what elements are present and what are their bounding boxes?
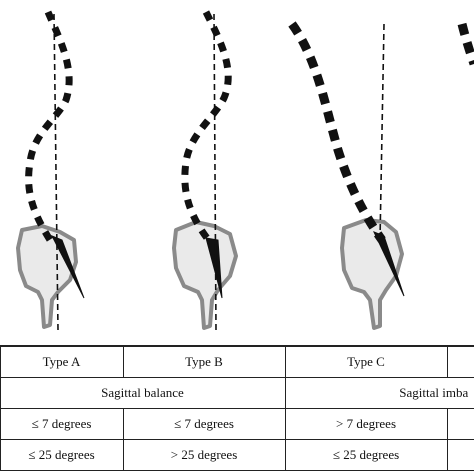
- header-type-b: Type B: [122, 346, 286, 378]
- type-b-sacrum: [205, 237, 223, 299]
- type-d-spine-curve: [457, 22, 474, 66]
- tilt-type-a: ≤ 25 degrees: [0, 439, 124, 471]
- type-d-figure-partial: [457, 22, 474, 66]
- classification-table: Type A Type B Type C Sagittal balance Sa…: [0, 345, 474, 474]
- type-a-plumb-line: [53, 13, 59, 331]
- header-type-c: Type C: [284, 346, 448, 378]
- angle-type-d: [446, 408, 474, 440]
- tilt-type-b: > 25 degrees: [122, 439, 286, 471]
- tilt-type-d: [446, 439, 474, 471]
- type-c-spine-curve: [288, 21, 386, 243]
- angle-type-b: ≤ 7 degrees: [122, 408, 286, 440]
- type-c-pelvis: [340, 218, 404, 330]
- type-b-plumb-line: [213, 13, 217, 331]
- type-b-figure: [172, 10, 238, 331]
- header-type-a: Type A: [0, 346, 124, 378]
- type-b-spine-curve: [181, 10, 232, 245]
- type-a-spine-curve: [25, 10, 73, 242]
- sagittal-balance-cell: Sagittal balance: [0, 377, 286, 409]
- type-a-figure: [16, 10, 85, 331]
- sagittal-alignment-diagram: [16, 10, 474, 331]
- type-b-pelvis: [172, 220, 238, 330]
- header-type-d: [446, 346, 474, 378]
- type-c-plumb-line: [379, 23, 385, 241]
- type-c-figure: [288, 21, 405, 330]
- tilt-type-c: ≤ 25 degrees: [284, 439, 448, 471]
- angle-type-c: > 7 degrees: [284, 408, 448, 440]
- sagittal-imbalance-cell: Sagittal imba: [284, 377, 474, 409]
- angle-type-a: ≤ 7 degrees: [0, 408, 124, 440]
